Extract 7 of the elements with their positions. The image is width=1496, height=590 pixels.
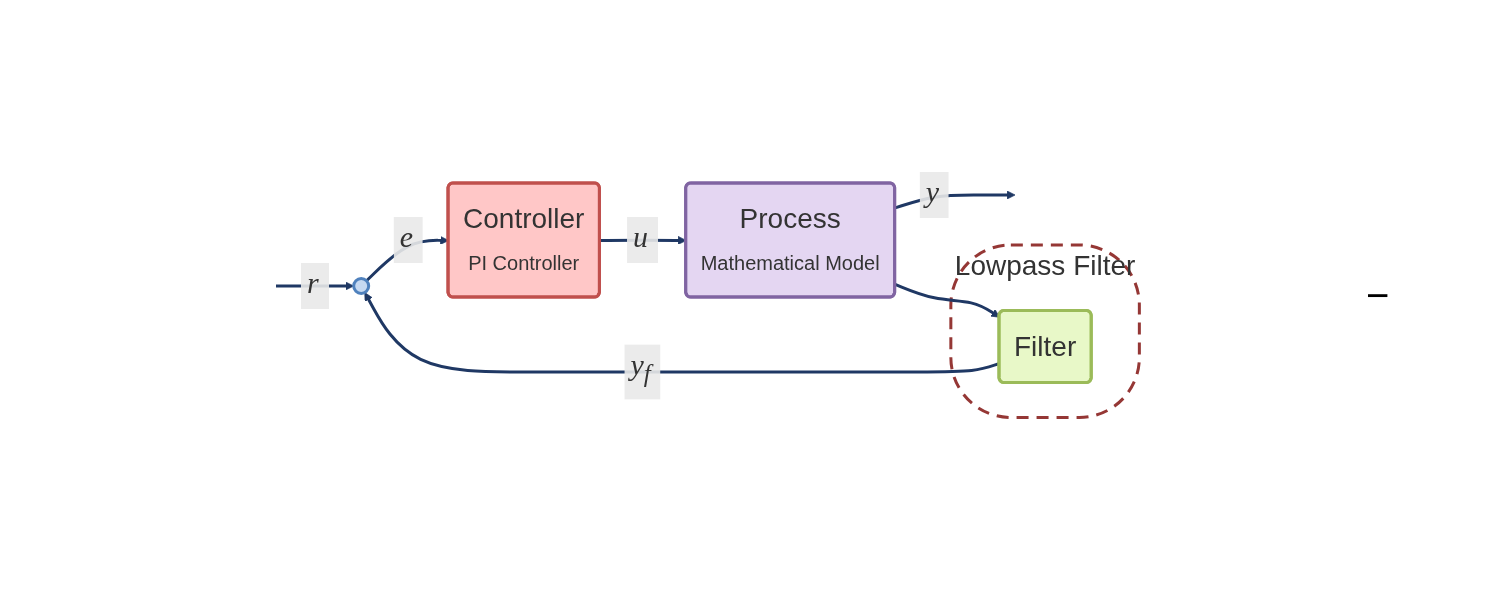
- edge-label: y: [925, 175, 940, 209]
- edge-label: e: [400, 220, 414, 254]
- edge-label: r: [307, 266, 319, 300]
- edge-label: u: [633, 220, 649, 254]
- arrow: [894, 283, 1001, 318]
- node-circle: [352, 277, 371, 296]
- minus-sign: −: [1366, 272, 1391, 318]
